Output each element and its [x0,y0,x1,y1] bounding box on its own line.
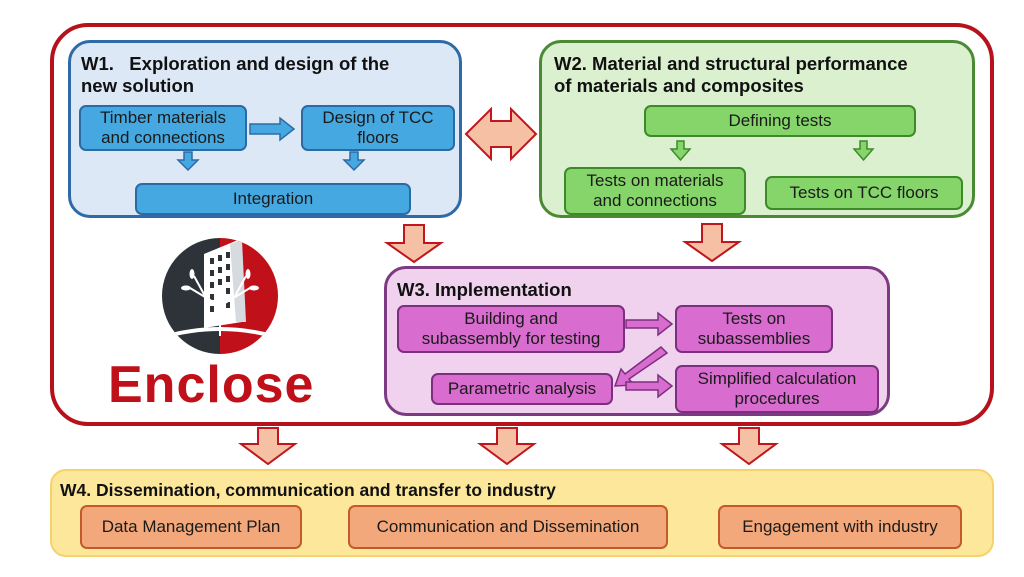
building-line2: subassembly for testing [421,329,601,348]
tests-tcc-floors-box: Tests on TCC floors [765,176,963,210]
timber-line1: Timber materials [100,108,226,127]
enclose-logo-text: Enclose [108,356,315,414]
engagement-industry-label: Engagement with industry [742,517,938,536]
building-line1: Building and [464,309,558,328]
defining-tests-label: Defining tests [728,111,832,130]
simplified-line2: procedures [734,389,820,408]
data-management-plan-label: Data Management Plan [101,517,281,536]
simplified-line1: Simplified calculation [697,369,857,388]
arrow-down-icon [237,427,299,466]
w3-title: W3. Implementation [397,279,572,300]
tests-materials-line1: Tests on materials [586,171,724,190]
w4-title: W4. Dissemination, communication and tra… [60,480,556,500]
w1-title-line1: W1. Exploration and design of the [81,53,390,74]
parametric-analysis-label: Parametric analysis [447,379,597,398]
arrow-down-icon [476,427,538,466]
w1-title: W1. Exploration and design of the new so… [81,53,389,97]
communication-dissemination-label: Communication and Dissemination [376,517,640,536]
engagement-industry-box: Engagement with industry [718,505,962,549]
tests-subassemblies-line1: Tests on [722,309,786,328]
data-management-plan-box: Data Management Plan [80,505,302,549]
arrow-down-icon [718,427,780,466]
work-package-w1: W1. Exploration and design of the new so… [68,40,462,218]
project-frame [50,23,994,426]
tests-tcc-floors-label: Tests on TCC floors [789,183,939,202]
timber-line2: and connections [101,128,225,147]
w2-title-line2: of materials and composites [554,75,804,96]
defining-tests-box: Defining tests [644,105,916,137]
integration-box: Integration [135,183,411,215]
building-tree-icon [162,238,278,354]
tests-subassemblies-line2: subassemblies [697,329,811,348]
communication-dissemination-box: Communication and Dissemination [348,505,668,549]
integration-label: Integration [232,189,314,208]
work-package-w4: W4. Dissemination, communication and tra… [50,469,994,557]
w2-title-line1: W2. Material and structural performance [554,53,908,74]
parametric-analysis-box: Parametric analysis [431,373,613,405]
w2-title: W2. Material and structural performance … [554,53,908,97]
w1-title-line2: new solution [81,75,195,96]
work-package-w2: W2. Material and structural performance … [539,40,975,218]
design-line1: Design of TCC [322,108,434,127]
tests-materials-line2: and connections [593,191,717,210]
design-line2: floors [357,128,399,147]
